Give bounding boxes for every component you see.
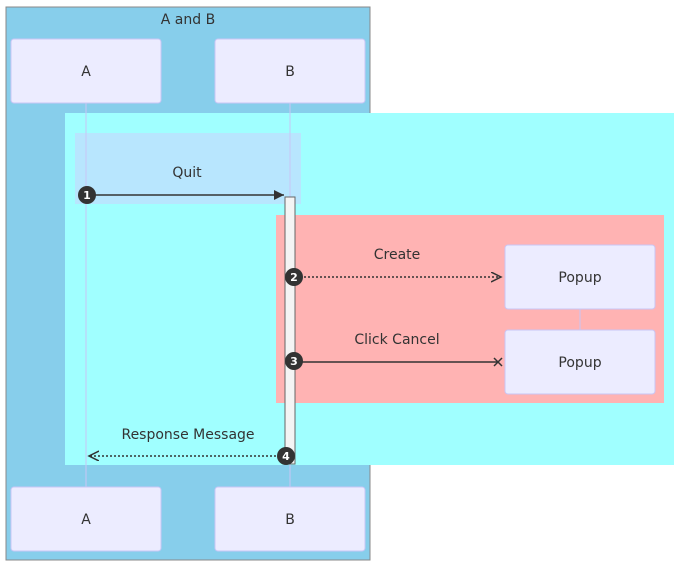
message-2-badge [285, 268, 303, 286]
actor-a-top-label: A [81, 64, 91, 80]
message-4-number: 4 [282, 450, 290, 463]
message-4-badge [277, 447, 295, 465]
popup-destroyed [504, 329, 656, 395]
message-1-number: 1 [83, 189, 91, 202]
popup-created-label: Popup [558, 270, 601, 286]
message-2-text: Create [374, 247, 421, 263]
actor-a-top [10, 38, 162, 104]
popup-destroyed-label: Popup [558, 355, 601, 371]
message-1-badge [78, 186, 96, 204]
message-4-text: Response Message [121, 427, 254, 443]
group-title: A and B [161, 12, 215, 28]
actor-b-bottom [214, 486, 366, 552]
actor-b-top-label: B [285, 64, 295, 80]
message-3-text: Click Cancel [354, 332, 439, 348]
popup-created [504, 244, 656, 310]
message-3-badge [285, 352, 303, 370]
actor-a-bottom-label: A [81, 512, 91, 528]
message-3-number: 3 [290, 355, 298, 368]
message-3-cross-icon [493, 357, 503, 367]
quit-highlight-rect [75, 133, 301, 204]
actor-b-bottom-label: B [285, 512, 295, 528]
message-2-number: 2 [290, 271, 298, 284]
actor-a-bottom [10, 486, 162, 552]
activation-bar-b [284, 196, 296, 465]
actor-b-top [214, 38, 366, 104]
message-1-text: Quit [172, 165, 202, 181]
